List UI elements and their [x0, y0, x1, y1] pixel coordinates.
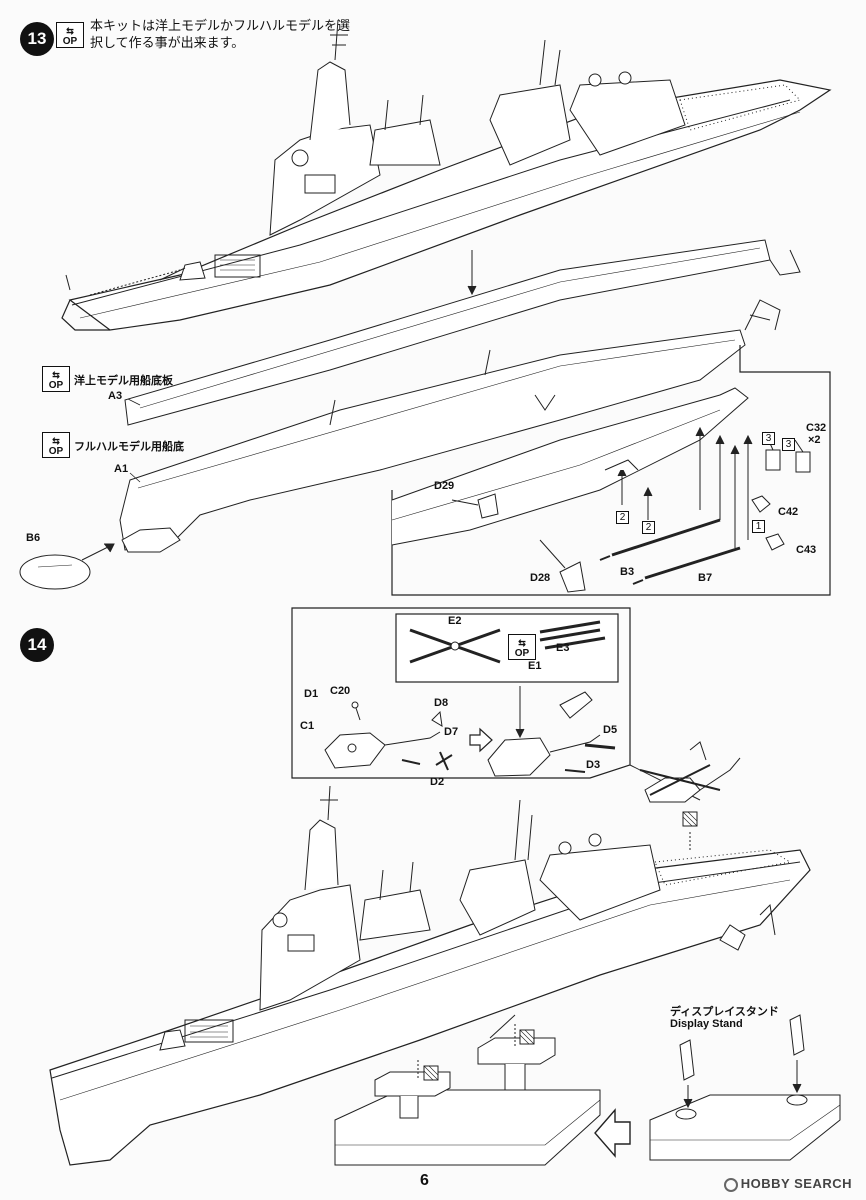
step-number: 14 [27, 635, 47, 654]
display-stand-assembled [649, 1014, 841, 1161]
part-label-d5: D5 [603, 724, 618, 736]
op-label: OP [62, 36, 78, 47]
part-label-a3: A3 [108, 390, 123, 402]
part-label-e1: E1 [528, 660, 542, 672]
callout-number: 2 [616, 511, 629, 524]
swap-arrows-icon: ⇆ [518, 638, 526, 648]
part-label-e2: E2 [448, 615, 462, 627]
helicopter-inset [291, 607, 701, 801]
part-label-d2: D2 [430, 776, 445, 788]
waterline-caption: 洋上モデル用船底板 [74, 374, 173, 387]
part-label-b7: B7 [698, 572, 713, 584]
leader-lines [127, 398, 141, 483]
optional-part-icon: ⇆ OP [56, 22, 84, 48]
part-label-c42: C42 [778, 506, 799, 518]
optional-part-icon: ⇆ OP [508, 634, 536, 660]
ship-hull-upper [61, 19, 832, 331]
swap-arrows-icon: ⇆ [52, 436, 60, 446]
step-note: 本キットは洋上モデルかフルハルモデルを選択して作る事が出来ます。 [90, 19, 351, 51]
optional-part-icon: ⇆ OP [42, 366, 70, 392]
helicopter-assembled [639, 741, 741, 850]
callout-number: 3 [762, 432, 775, 445]
optional-part-icon: ⇆ OP [42, 432, 70, 458]
callout-number: 2 [642, 521, 655, 534]
waterline-plate-a3 [124, 239, 801, 426]
ship-hull-lower [49, 785, 811, 1166]
step-badge: 14 [20, 628, 54, 662]
arrow-left-icon [594, 1108, 631, 1158]
part-label-d1: D1 [304, 688, 319, 700]
part-label-d3: D3 [586, 759, 601, 771]
swap-arrows-icon: ⇆ [66, 26, 74, 36]
callout-number: 1 [752, 520, 765, 533]
part-label-b6: B6 [26, 532, 41, 544]
part-label-d28: D28 [530, 572, 551, 584]
op-label: OP [48, 380, 64, 391]
display-stand-caption-jp: ディスプレイスタンド [670, 1005, 779, 1018]
part-label-c20: C20 [330, 685, 351, 697]
part-label-c43: C43 [796, 544, 817, 556]
part-label-d29: D29 [434, 480, 455, 492]
watermark-text: HOBBY SEARCH [740, 1176, 852, 1192]
watermark-logo-icon [723, 1178, 738, 1192]
part-label-e3: E3 [556, 642, 570, 654]
callout-number: 3 [782, 438, 795, 451]
step-badge: 13 [20, 22, 54, 56]
fullhull-caption: フルハルモデル用船底 [74, 440, 184, 453]
display-stand-caption-en: Display Stand [670, 1018, 743, 1030]
step-number: 13 [27, 29, 47, 48]
part-label-c32: C32 [806, 422, 827, 434]
part-label-d7: D7 [444, 726, 459, 738]
op-label: OP [514, 648, 530, 659]
part-label-b3: B3 [620, 566, 635, 578]
watermark: HOBBY SEARCH [723, 1176, 852, 1192]
display-stand-parts [334, 1014, 601, 1166]
part-qty-c32: ×2 [808, 434, 821, 446]
part-label-a1: A1 [114, 463, 129, 475]
arrow-down-icon [467, 250, 477, 296]
op-label: OP [48, 446, 64, 457]
part-label-c1: C1 [300, 720, 315, 732]
page-number: 6 [420, 1172, 429, 1189]
detail-inset-13 [391, 345, 831, 596]
part-b6-drawing [19, 543, 115, 590]
swap-arrows-icon: ⇆ [52, 370, 60, 380]
part-label-d8: D8 [434, 697, 449, 709]
fullhull-bottom-a1 [119, 299, 781, 553]
